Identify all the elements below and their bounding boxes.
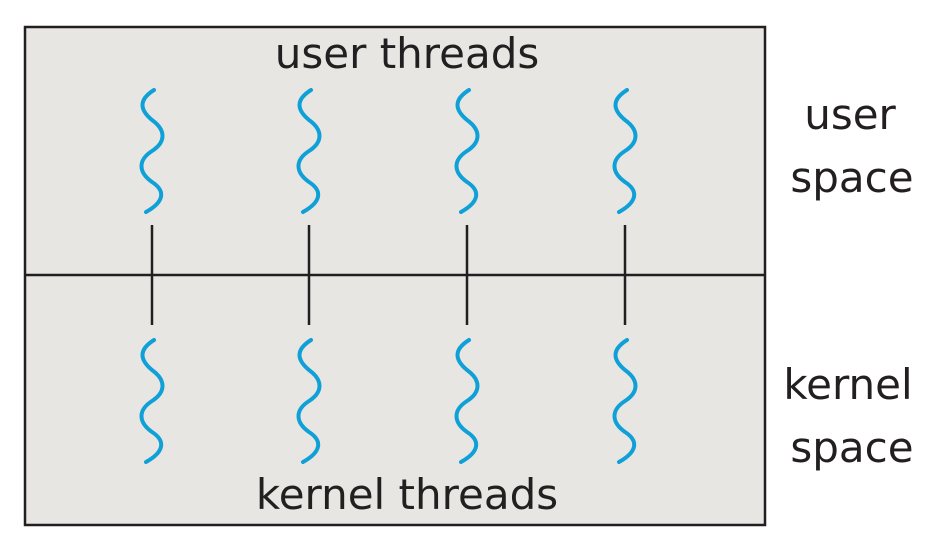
kernel-thread-1 xyxy=(139,338,165,464)
kernel-thread-4 xyxy=(612,338,638,464)
user-threads-label: user threads xyxy=(274,29,540,78)
user-thread-3 xyxy=(454,88,480,214)
kernel-thread-3 xyxy=(454,338,480,464)
user-space-label-line2: space xyxy=(790,153,914,202)
user-thread-4 xyxy=(612,88,638,214)
kernel-threads-label: kernel threads xyxy=(255,470,559,519)
user-space-label-line1: user xyxy=(804,90,896,139)
kernel-space-label-line1: kernel xyxy=(783,360,913,409)
kernel-thread-2 xyxy=(296,338,322,464)
user-thread-2 xyxy=(296,88,322,214)
kernel-space-label-line2: space xyxy=(790,423,914,472)
user-thread-1 xyxy=(139,88,165,214)
